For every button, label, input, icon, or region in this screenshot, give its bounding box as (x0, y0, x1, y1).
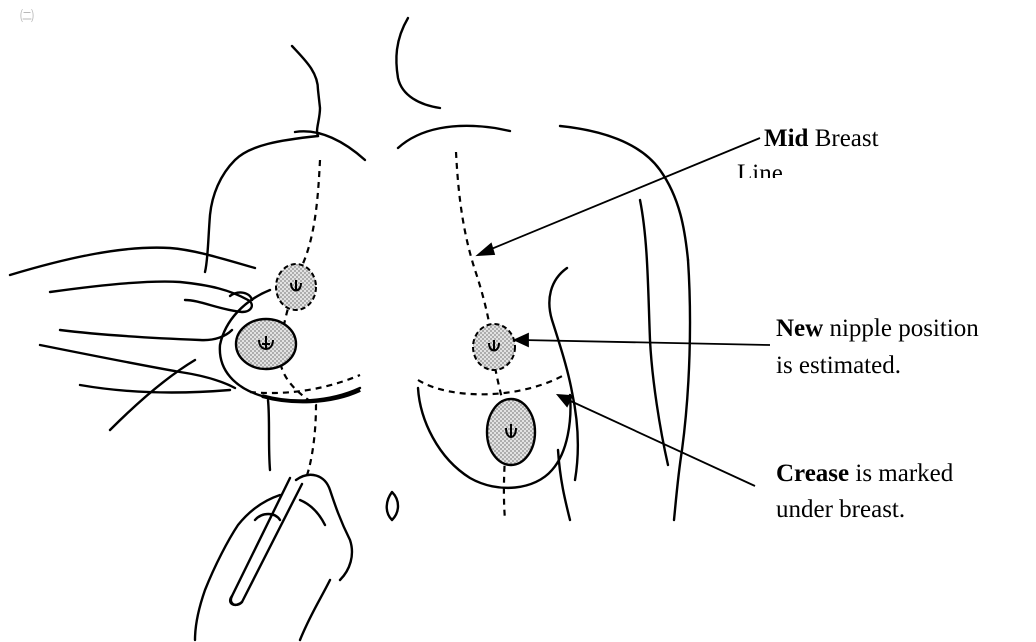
arrowhead-new-position (515, 334, 528, 346)
left-hand-lower (40, 345, 235, 388)
mid-breast-line-left (280, 160, 320, 480)
left-arm-line (110, 360, 195, 430)
corner-mark: ㈡ (20, 6, 34, 26)
new-label-bold: New (776, 315, 823, 342)
collarbone-left (295, 131, 365, 160)
pen-hand-thumb (300, 500, 325, 525)
arrow-crease (564, 398, 755, 486)
pen-hand-knuckles (255, 514, 280, 520)
right-arm-inner (640, 200, 668, 465)
torso-left-lower (268, 400, 270, 470)
crease-label: Crease is marked (776, 460, 953, 488)
neck-left-outline (292, 46, 320, 136)
shoulder-right (560, 126, 688, 260)
navel (387, 492, 398, 520)
pen-hand-fingers (296, 475, 352, 580)
arrowhead-mid-line (478, 244, 494, 255)
neck-right-outline (396, 18, 440, 108)
crease-left-solid (262, 390, 360, 401)
pen-body (231, 478, 302, 605)
arrow-mid-line (484, 138, 760, 252)
crease-right-dashed (418, 374, 566, 394)
mid-breast-line-label: Mid Breast (764, 125, 879, 153)
crease-label-rest: is marked (849, 460, 953, 487)
crease-label-bold: Crease (776, 460, 849, 487)
mid-label-rest: Breast (808, 125, 878, 152)
left-hand-upper-finger (10, 248, 255, 275)
mid-breast-line-label-line2: Line (737, 160, 783, 178)
left-hand-finger-2 (50, 282, 252, 312)
pen-hand-palm (195, 495, 280, 640)
right-arm-outer (674, 260, 690, 520)
collarbone-right (398, 126, 510, 148)
new-nipple-label: New nipple position (776, 315, 979, 343)
new-nipple-label-line2: is estimated. (776, 352, 901, 380)
new-label-rest: nipple position (823, 315, 979, 342)
left-hand-palm (60, 330, 232, 340)
crease-left-dashed (250, 375, 360, 393)
mid-label-bold: Mid (764, 125, 808, 152)
pen-hand-back (300, 580, 330, 640)
crease-label-line2: under breast. (776, 496, 905, 524)
shoulder-left (205, 136, 318, 272)
